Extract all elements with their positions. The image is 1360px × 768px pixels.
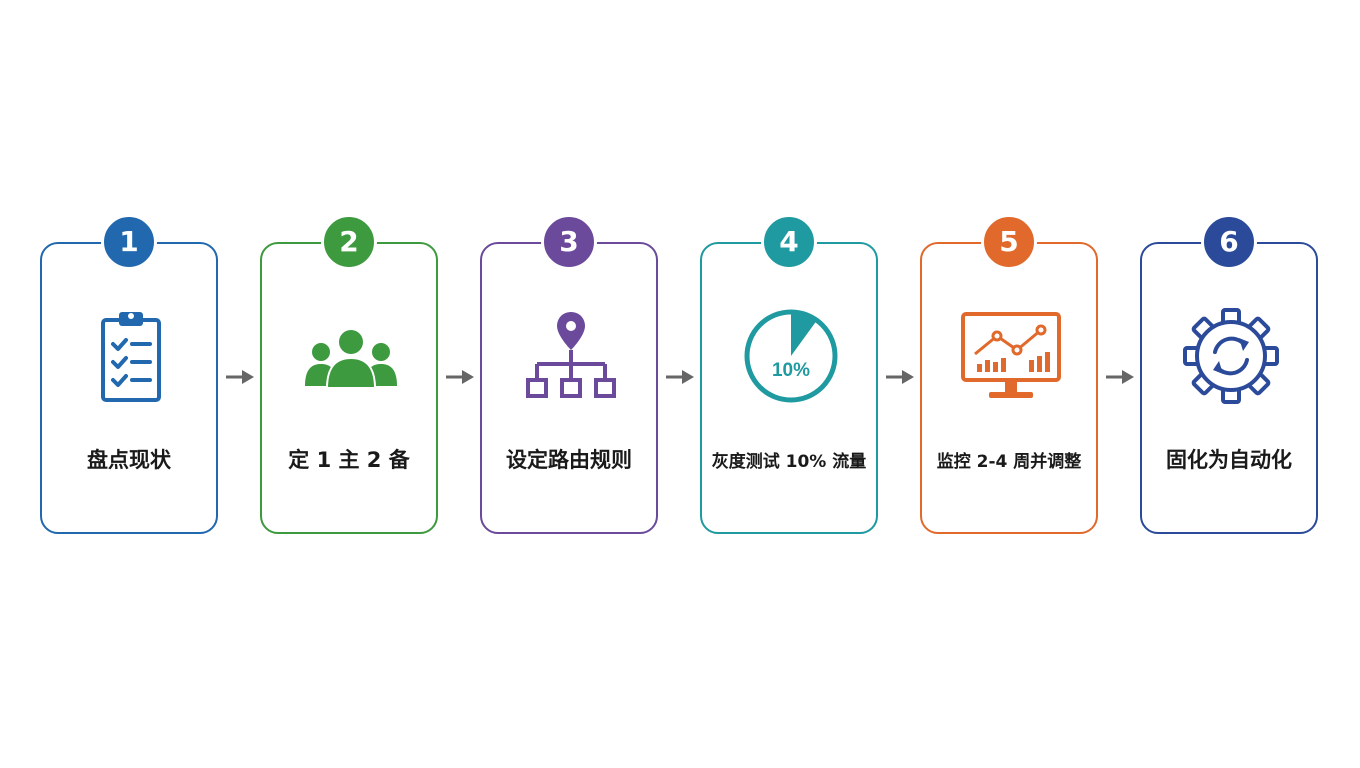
arrow-right-icon xyxy=(884,367,916,387)
pie-percent-text: 10% xyxy=(772,360,810,381)
step-number-badge-1: 1 xyxy=(101,214,157,270)
arrow-right-icon xyxy=(664,367,696,387)
step-label-6: 固化为自动化 xyxy=(1166,448,1292,472)
step-card-2: 定 1 主 2 备 xyxy=(260,242,438,534)
step-number-badge-2: 2 xyxy=(321,214,377,270)
arrow-right-icon xyxy=(224,367,256,387)
step-label-1: 盘点现状 xyxy=(87,448,171,472)
step-label-3: 设定路由规则 xyxy=(506,448,632,472)
arrow-right-icon xyxy=(444,367,476,387)
team-group-icon xyxy=(301,306,401,406)
step-label-4: 灰度测试 10% 流量 xyxy=(711,452,867,472)
step-label-5: 监控 2-4 周并调整 xyxy=(936,452,1082,472)
pie-percent-icon: 10% xyxy=(741,306,841,406)
step-number-badge-3: 3 xyxy=(541,214,597,270)
step-card-4: 10% 灰度测试 10% 流量 xyxy=(700,242,878,534)
routing-hierarchy-icon xyxy=(521,306,621,406)
arrow-right-icon xyxy=(1104,367,1136,387)
step-card-6: 固化为自动化 xyxy=(1140,242,1318,534)
step-card-3: 设定路由规则 xyxy=(480,242,658,534)
step-card-1: 盘点现状 xyxy=(40,242,218,534)
clipboard-checklist-icon xyxy=(81,306,181,406)
monitor-chart-icon xyxy=(961,306,1061,406)
pie-slice-segment xyxy=(791,312,817,356)
step-card-5: 监控 2-4 周并调整 xyxy=(920,242,1098,534)
step-number-badge-6: 6 xyxy=(1201,214,1257,270)
step-number-badge-4: 4 xyxy=(761,214,817,270)
step-label-2: 定 1 主 2 备 xyxy=(288,448,410,472)
step-number-badge-5: 5 xyxy=(981,214,1037,270)
gear-refresh-icon xyxy=(1181,306,1281,406)
